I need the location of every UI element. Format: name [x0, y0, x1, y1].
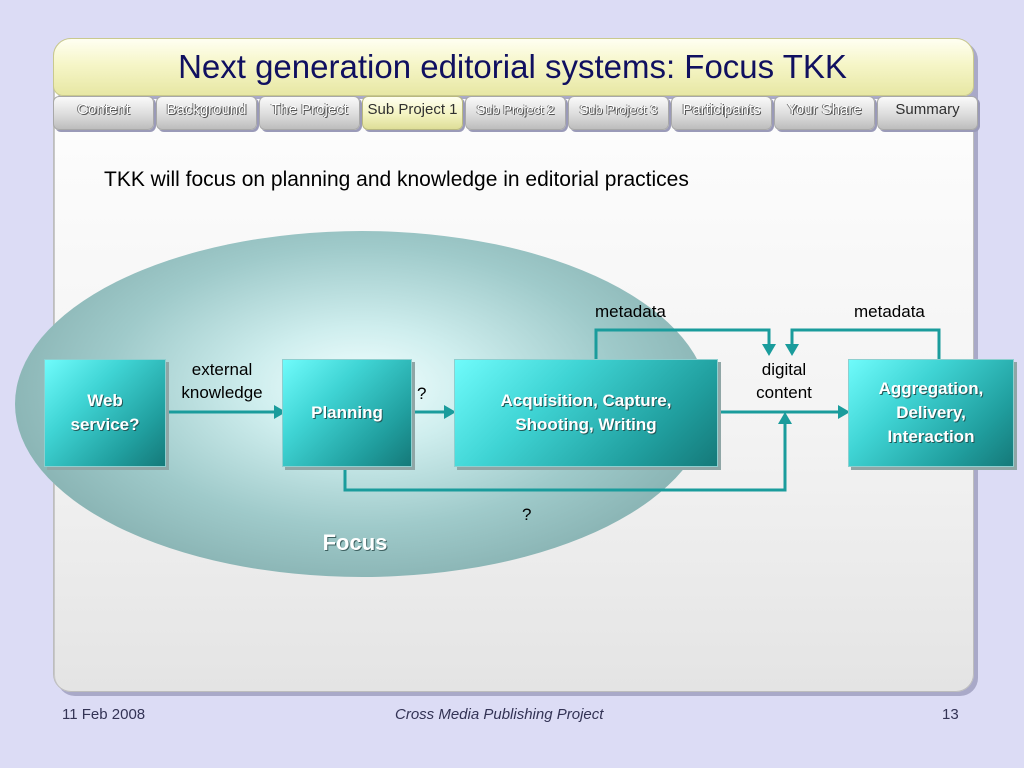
slide-title: Next generation editorial systems: Focus…	[178, 48, 847, 85]
metadata-right-connector	[790, 328, 941, 359]
aggregation-label: Aggregation, Delivery, Interaction	[878, 379, 984, 446]
arrowhead-metadata-right	[785, 344, 799, 356]
arrowhead-metadata-left	[762, 344, 776, 356]
web-service-label: Web service?	[70, 391, 140, 434]
metadata-left-connector	[594, 328, 771, 359]
acquisition-box: Acquisition, Capture, Shooting, Writing	[454, 359, 718, 467]
question-bottom-label: ?	[522, 505, 532, 524]
metadata-right-label: metadata	[854, 302, 925, 321]
slide-subtitle: TKK will focus on planning and knowledge…	[104, 168, 689, 191]
footer-page-number: 13	[942, 706, 959, 723]
tab-sub-project-2[interactable]: Sub Project 2	[465, 96, 566, 130]
question-planning-label: ?	[417, 384, 427, 403]
arrowhead-acquisition	[444, 405, 456, 419]
arrowhead-planning	[274, 405, 286, 419]
web-service-box: Web service?	[44, 359, 166, 467]
arrowhead-bypass	[778, 412, 792, 424]
title-bar	[53, 38, 974, 96]
aggregation-box: Aggregation, Delivery, Interaction	[848, 359, 1014, 467]
tab-summary[interactable]: Summary	[877, 96, 978, 130]
planning-label: Planning	[311, 403, 383, 422]
footer-date: 11 Feb 2008	[62, 706, 146, 723]
arrowhead-aggregation	[838, 405, 850, 419]
focus-label: Focus	[322, 530, 388, 555]
tab-sub-project-3[interactable]: Sub Project 3	[568, 96, 669, 130]
planning-box: Planning	[282, 359, 412, 467]
tab-background[interactable]: Background	[156, 96, 257, 130]
metadata-left-label: metadata	[595, 302, 666, 321]
tab-your-share[interactable]: Your Share	[774, 96, 875, 130]
tab-the-project[interactable]: The Project	[259, 96, 360, 130]
tab-participants[interactable]: Participants	[671, 96, 772, 130]
footer-project: Cross Media Publishing Project	[395, 706, 604, 723]
external-knowledge-label: external knowledge	[181, 360, 263, 402]
tab-content[interactable]: Content	[53, 96, 154, 130]
tab-sub-project-1[interactable]: Sub Project 1	[362, 96, 463, 130]
digital-content-label: digital content	[756, 360, 812, 402]
nav-tabs: Content Background The Project Sub Proje…	[53, 96, 978, 130]
planning-bypass-connector	[343, 424, 787, 492]
acquisition-label: Acquisition, Capture, Shooting, Writing	[500, 391, 672, 434]
